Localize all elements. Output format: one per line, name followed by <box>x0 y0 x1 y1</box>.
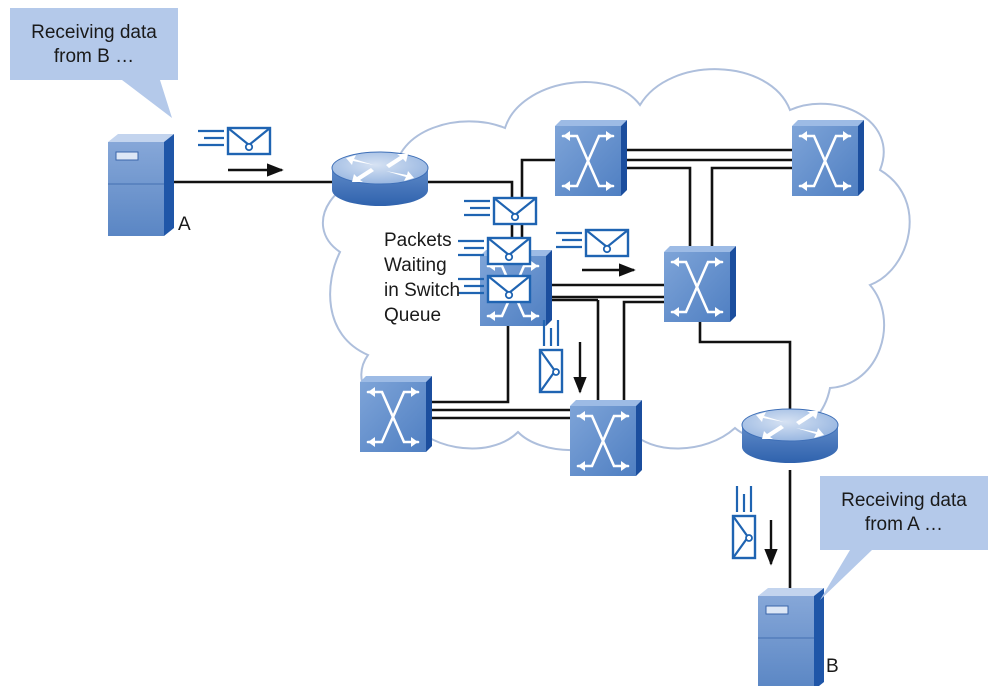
switch-icon-bottom-middle <box>568 398 644 478</box>
envelope-icon-down-1 <box>538 318 564 394</box>
server-icon-b <box>757 587 825 686</box>
queue-note-line1: Packets <box>384 230 452 251</box>
envelope-icon-down-2 <box>731 484 757 560</box>
callout-b: Receiving data from A … <box>820 476 988 600</box>
callout-a-line2: from B … <box>54 46 134 67</box>
router-icon-top <box>331 151 429 207</box>
switch-icon-bottom-left <box>358 374 434 454</box>
callout-a: Receiving data from B … <box>10 8 178 118</box>
queue-note-line4: Queue <box>384 305 441 326</box>
queue-note-line2: Waiting <box>384 255 447 276</box>
queue-note-line3: in Switch <box>384 280 460 301</box>
switch-icon-top-left <box>553 118 629 198</box>
host-label-a: A <box>178 214 191 235</box>
queue-note: Packets Waiting in Switch Queue <box>384 230 460 326</box>
switch-icon-middle <box>662 244 738 324</box>
host-label-b: B <box>826 656 839 677</box>
switch-icon-top-right <box>790 118 866 198</box>
callout-b-line2: from A … <box>865 514 943 535</box>
server-icon-a <box>107 133 175 237</box>
callout-b-line1: Receiving data <box>841 490 967 511</box>
cloud-icon <box>321 68 911 452</box>
callout-a-line1: Receiving data <box>31 22 157 43</box>
envelope-icon-a-outbound <box>196 126 272 156</box>
router-icon-bottom <box>741 408 839 464</box>
